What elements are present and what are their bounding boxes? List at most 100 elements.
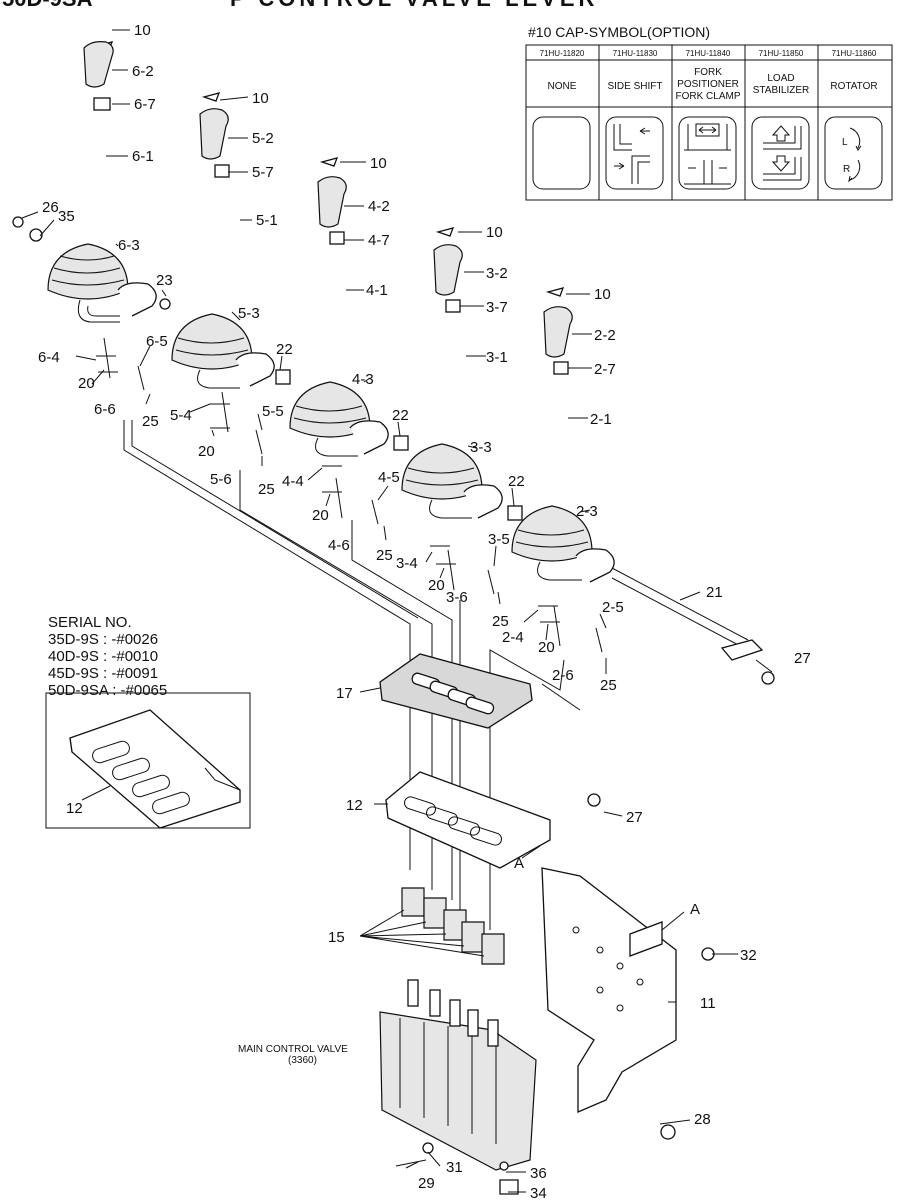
callout-20-d: 20 [428, 577, 445, 594]
callout-5-5: 5-5 [262, 403, 284, 420]
callout-6-4: 6-4 [38, 349, 60, 366]
callout-25-d: 25 [492, 613, 509, 630]
knob-6-2 [83, 41, 114, 88]
callout-29: 29 [418, 1175, 435, 1192]
callout-20-a: 20 [78, 375, 95, 392]
callout-3-2: 3-2 [486, 265, 508, 282]
callout-6-7: 6-7 [134, 96, 156, 113]
callout-2-4: 2-4 [502, 629, 524, 646]
callout-25-e: 25 [600, 677, 617, 694]
callout-a-bracket: A [690, 901, 700, 918]
callout-5-6: 5-6 [210, 471, 232, 488]
linkage-small-parts [96, 337, 603, 653]
serial-line-2: 40D-9S : -#0010 [48, 648, 158, 665]
lever-2-assembly [511, 287, 775, 685]
blank-symbol-icon [532, 116, 591, 190]
cap-code-3: 71HU-11840 [686, 49, 731, 58]
callout-20-e: 20 [538, 639, 555, 656]
inset-callout-12: 12 [66, 800, 83, 817]
callout-5-4: 5-4 [170, 407, 192, 424]
serial-heading: SERIAL NO. [48, 614, 132, 631]
callout-3-3: 3-3 [470, 439, 492, 456]
capname3-line: POSITIONER [677, 79, 739, 90]
bolt-27c [587, 793, 601, 807]
callout-34: 34 [530, 1185, 547, 1200]
callout-23: 23 [156, 272, 173, 289]
callout-a-plate: A [514, 855, 524, 872]
cap-code-1: 71HU-11820 [540, 49, 585, 58]
callout-25-c: 25 [376, 547, 393, 564]
callout-25-a: 25 [142, 413, 159, 430]
boots-15 [401, 887, 505, 965]
callout-17: 17 [336, 685, 353, 702]
model-fragment: 50D-9SA [2, 0, 93, 11]
nut-6-7 [93, 97, 111, 111]
fork-positioner-symbol-icon [678, 116, 737, 190]
callout-20-c: 20 [312, 507, 329, 524]
guide-plate-12 [385, 771, 601, 869]
callout-5-7: 5-7 [252, 164, 274, 181]
callout-35: 35 [58, 208, 75, 225]
callout-6-2: 6-2 [132, 63, 154, 80]
callout-2-7: 2-7 [594, 361, 616, 378]
callout-4-5: 4-5 [378, 469, 400, 486]
callout-15: 15 [328, 929, 345, 946]
cap-code-5: 71HU-11860 [832, 49, 877, 58]
callout-27-c: 27 [626, 809, 643, 826]
callout-28: 28 [694, 1111, 711, 1128]
callout-26: 26 [42, 199, 59, 216]
callout-2-5: 2-5 [602, 599, 624, 616]
callout-22-b: 22 [392, 407, 409, 424]
capname4-line: STABILIZER [753, 85, 810, 96]
cap-code-2: 71HU-11830 [613, 49, 658, 58]
main-control-valve [379, 979, 537, 1195]
lever-6-assembly [12, 41, 171, 323]
callout-10-c: 10 [370, 155, 387, 172]
capname4-line: LOAD [767, 73, 794, 84]
bracket-11 [541, 867, 715, 1140]
callout-6-1: 6-1 [132, 148, 154, 165]
callout-5-2: 5-2 [252, 130, 274, 147]
main-valve-label: MAIN CONTROL VALVE [238, 1044, 348, 1055]
callout-22-c: 22 [508, 473, 525, 490]
callout-5-1: 5-1 [256, 212, 278, 229]
cap-name-1: NONE [548, 81, 577, 92]
callout-3-7: 3-7 [486, 299, 508, 316]
lever-4-assembly [289, 157, 409, 457]
bolt-28 [660, 1124, 676, 1140]
callout-2-6: 2-6 [552, 667, 574, 684]
bolt-27a [761, 671, 775, 685]
callout-10-d: 10 [486, 224, 503, 241]
callout-32: 32 [740, 947, 757, 964]
cap-name-5: ROTATOR [830, 81, 877, 92]
callout-3-6: 3-6 [446, 589, 468, 606]
callout-4-4: 4-4 [282, 473, 304, 490]
bushing-23 [159, 298, 171, 310]
callout-10: 10 [134, 22, 151, 39]
callout-36: 36 [530, 1165, 547, 1182]
cap-symbol-table: #10 CAP-SYMBOL(OPTION) 71HU-11820 71HU-1… [525, 24, 893, 201]
leader-lines [21, 29, 773, 1193]
serial-line-1: 35D-9S : -#0026 [48, 631, 158, 648]
callout-31: 31 [446, 1159, 463, 1176]
callout-4-2: 4-2 [368, 198, 390, 215]
rod-21 [611, 567, 749, 649]
callout-labels: 10 6-2 6-7 6-1 26 35 6-3 23 6-4 6-5 20 6… [38, 22, 811, 1200]
callout-22-a: 22 [276, 341, 293, 358]
serial-block: SERIAL NO. 35D-9S : -#0026 40D-9S : -#00… [45, 614, 251, 829]
rotator-l-mark: L [842, 137, 848, 148]
lever-3-assembly [401, 227, 523, 521]
callout-21: 21 [706, 584, 723, 601]
routing-lines [123, 420, 581, 930]
grille-17 [379, 653, 533, 729]
callout-20-b: 20 [198, 443, 215, 460]
callout-25-b: 25 [258, 481, 275, 498]
callout-12: 12 [346, 797, 363, 814]
callout-6-3: 6-3 [118, 237, 140, 254]
callout-4-6: 4-6 [328, 537, 350, 554]
side-shift-symbol-icon [605, 116, 664, 190]
